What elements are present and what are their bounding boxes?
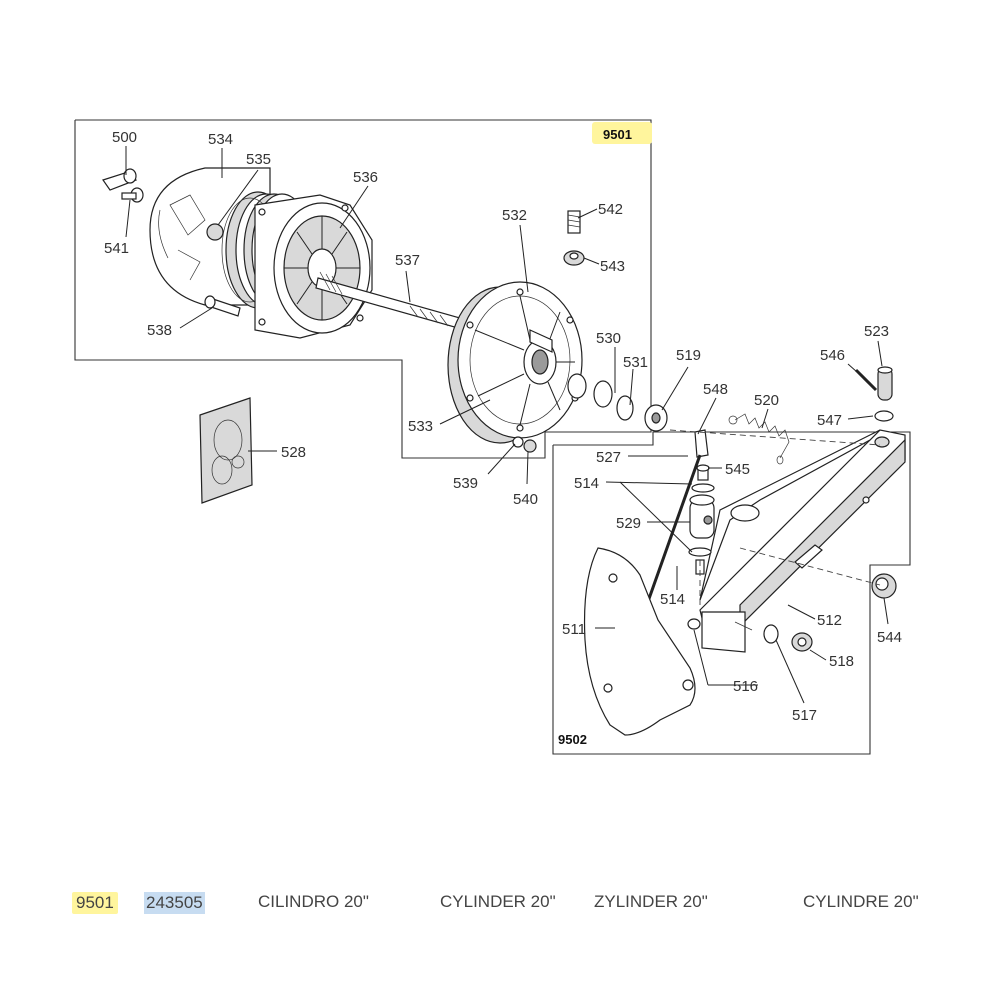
part-label-544: 544 (877, 629, 902, 646)
nut-518 (791, 632, 813, 652)
part-label-534: 534 (208, 131, 233, 148)
group-9501-highlight (592, 122, 652, 144)
part-label-514-bottom: 514 (660, 591, 685, 608)
group-label-9501: 9501 (603, 127, 632, 142)
bushing-516 (687, 618, 701, 630)
part-label-514-top: 514 (574, 475, 599, 492)
nut-544 (871, 573, 897, 599)
footer-part-number: 243505 (144, 892, 205, 914)
flange-536 (254, 194, 373, 339)
part-label-531: 531 (623, 354, 648, 371)
part-label-541: 541 (104, 240, 129, 257)
ring-531 (616, 395, 634, 421)
part-label-518: 518 (829, 653, 854, 670)
part-label-536: 536 (353, 169, 378, 186)
screw-541 (121, 187, 144, 203)
nut-543 (563, 250, 585, 266)
part-label-548: 548 (703, 381, 728, 398)
part-label-516: 516 (733, 678, 758, 695)
block-529 (689, 494, 715, 539)
washer-514-bottom (688, 547, 712, 557)
parts-list-row: 9501 243505 CILINDRO 20" CYLINDER 20" ZY… (0, 890, 1000, 916)
part-label-511: 511 (562, 621, 586, 638)
part-label-542: 542 (598, 201, 623, 218)
pedal-plate-511 (583, 547, 696, 736)
part-label-512: 512 (817, 612, 842, 629)
part-label-520: 520 (754, 392, 779, 409)
footer-desc-it: CILINDRO 20" (258, 892, 369, 911)
part-label-546: 546 (820, 347, 845, 364)
bearing-part (567, 373, 587, 399)
footer-desc-fr: CYLINDRE 20" (803, 892, 919, 911)
part-label-545: 545 (725, 461, 750, 478)
part-label-535: 535 (246, 151, 271, 168)
part-label-540: 540 (513, 491, 538, 508)
pin-523 (877, 366, 893, 401)
part-label-528: 528 (281, 444, 306, 461)
footer-group-code: 9501 (72, 892, 118, 914)
screw-539 (512, 436, 524, 448)
part-label-532: 532 (502, 207, 527, 224)
part-label-533: 533 (408, 418, 433, 435)
fitting-500 (102, 168, 138, 191)
washer-517 (763, 624, 779, 644)
screw-538 (204, 295, 241, 317)
washer-514-top (691, 483, 715, 493)
part-label-539: 539 (453, 475, 478, 492)
part-label-529: 529 (616, 515, 641, 532)
shaft-537 (315, 271, 461, 329)
screw-545 (696, 464, 710, 481)
part-label-537: 537 (395, 252, 420, 269)
group-9501-frame (74, 119, 652, 459)
bearing-530 (593, 380, 613, 408)
group-label-9502: 9502 (558, 732, 587, 747)
part-label-500: 500 (112, 129, 137, 146)
footer-desc-en: CYLINDER 20" (440, 892, 556, 911)
stud-542 (567, 210, 581, 234)
spring-520 (728, 413, 790, 465)
group-9502-frame (552, 431, 911, 755)
washer-547 (874, 410, 894, 422)
hub-532 (447, 281, 583, 444)
part-label-519: 519 (676, 347, 701, 364)
footer-desc-de: ZYLINDER 20" (594, 892, 708, 911)
part-label-547: 547 (817, 412, 842, 429)
part-label-538: 538 (147, 322, 172, 339)
gasket-kit-528 (199, 397, 253, 504)
nut-540 (523, 439, 537, 453)
arm-512 (699, 429, 906, 653)
part-label-523: 523 (864, 323, 889, 340)
part-label-527: 527 (596, 449, 621, 466)
part-label-543: 543 (600, 258, 625, 275)
part-label-517: 517 (792, 707, 817, 724)
part-label-530: 530 (596, 330, 621, 347)
roll-pin-546 (854, 368, 878, 392)
leader-lines (125, 146, 889, 704)
